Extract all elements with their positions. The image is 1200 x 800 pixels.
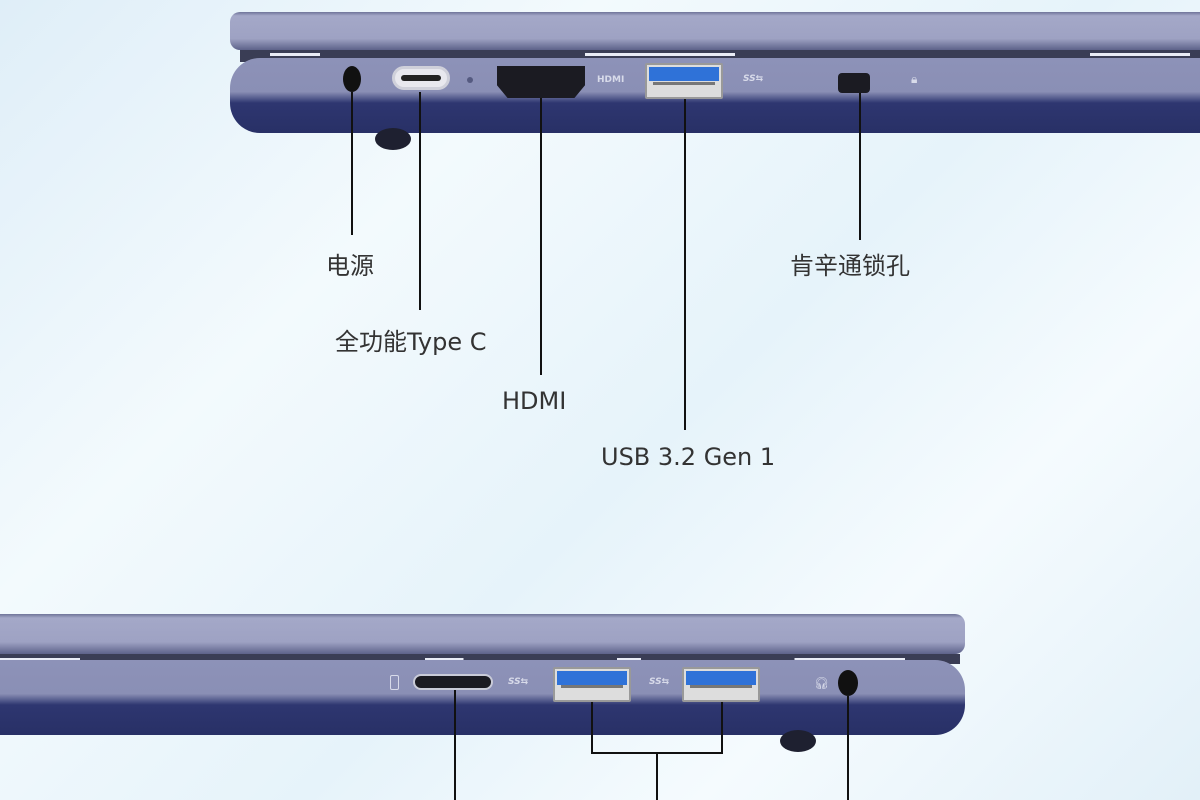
usb-a-port [553,667,631,702]
vent [0,658,80,661]
label-type-c: 全功能Type C [335,328,487,356]
pointer-line [859,93,861,240]
audio-jack [838,670,858,696]
vent [270,53,320,56]
laptop-right-side [0,612,965,752]
rubber-foot [780,730,816,752]
headphone-icon: 🎧︎ [814,676,830,690]
hdmi-port [497,66,585,98]
sd-card-icon [390,675,399,690]
pointer-line [540,98,542,375]
superspeed-icon: SS⇆ [508,677,529,687]
label-hdmi: HDMI [502,387,567,415]
lock-icon: 🔒︎ [911,72,918,86]
usb-a-port [645,63,723,99]
pointer-line [721,702,723,754]
label-power: 电源 [326,252,374,280]
led-indicator [467,77,473,83]
label-lock: 肯辛通锁孔 [790,252,910,280]
laptop-lid [0,614,965,654]
kensington-lock-slot [838,73,870,93]
label-usb: USB 3.2 Gen 1 [601,443,776,471]
power-jack [343,66,361,92]
pointer-line [656,752,658,800]
vent [585,53,735,56]
vent [425,658,905,661]
hdmi-mark: HDMI [597,75,625,85]
superspeed-icon: SS⇆ [649,677,670,687]
sd-card-slot [413,674,493,690]
pointer-line [847,696,849,800]
superspeed-icon: SS⇆ [743,74,764,84]
laptop-lid [230,12,1200,50]
pointer-line [454,690,456,800]
pointer-line [591,702,593,754]
laptop-base [0,660,965,735]
pointer-line [419,92,421,310]
pointer-line [351,92,353,235]
type-c-port [392,66,450,90]
usb-a-port [682,667,760,702]
rubber-foot [375,128,411,150]
laptop-left-side [230,10,1200,150]
pointer-line [684,99,686,430]
vent [1090,53,1190,56]
